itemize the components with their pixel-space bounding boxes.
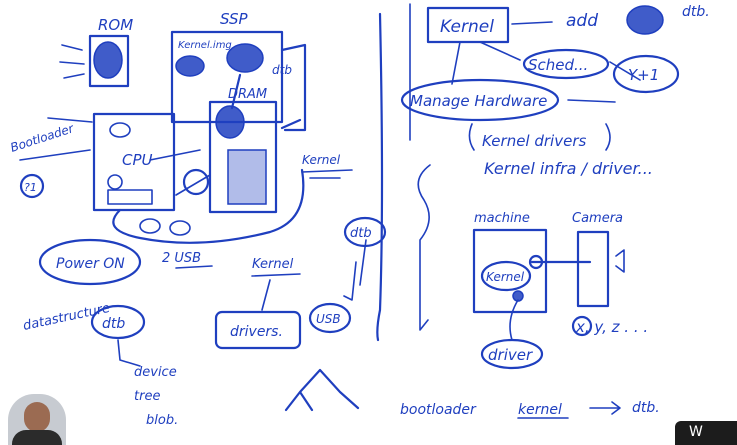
kernel-infra-label: Kernel infra / driver... bbox=[484, 159, 653, 178]
marker-label: ?1 bbox=[24, 181, 37, 194]
kernel-bottom-label: kernel bbox=[518, 402, 562, 418]
cpu-links bbox=[149, 149, 211, 196]
machine-box bbox=[472, 228, 548, 314]
bootloader-bottom-label: bootloader bbox=[400, 402, 477, 418]
ssp-link bbox=[280, 43, 307, 132]
rom-label: ROM bbox=[98, 16, 133, 34]
drivers-box bbox=[214, 310, 302, 350]
device-label: device bbox=[134, 365, 177, 380]
divider-line bbox=[376, 12, 384, 342]
camera-label: Camera bbox=[572, 211, 623, 226]
driver-connector bbox=[509, 299, 519, 341]
manage-hw-oval bbox=[400, 78, 560, 122]
dram-hatch bbox=[227, 149, 267, 205]
tree-label: tree bbox=[134, 389, 160, 404]
bootloader-arrows bbox=[19, 117, 93, 161]
manage-hw-label: Manage Hardware bbox=[410, 92, 547, 110]
sched-oval bbox=[522, 48, 610, 80]
dtb-mid-label: dtb bbox=[350, 226, 372, 241]
xyz-circle bbox=[571, 315, 593, 337]
kernel-left-label: Kernel bbox=[302, 153, 341, 167]
add-label: add bbox=[566, 11, 598, 31]
camera-box bbox=[576, 230, 610, 308]
ssp-label: SSP bbox=[220, 10, 249, 28]
dram-scribble bbox=[215, 105, 245, 139]
sched-arrows bbox=[479, 41, 641, 81]
outer-loop bbox=[112, 168, 305, 244]
kernel-img-label: Kernel.img bbox=[178, 40, 232, 51]
loop-oval-1 bbox=[139, 218, 161, 234]
cpu-core-1 bbox=[109, 122, 131, 138]
sched-label: Sched... bbox=[528, 56, 588, 74]
kernel-right-box bbox=[426, 6, 510, 44]
tree-sketch bbox=[284, 368, 360, 412]
dtb-usb-arrow bbox=[343, 239, 367, 301]
kernel-lower-label: Kernel bbox=[252, 257, 294, 272]
ssp-scribble-1 bbox=[175, 55, 205, 77]
dtb-left-circle bbox=[90, 304, 146, 340]
cpu-unit-circle bbox=[182, 168, 210, 196]
rom-arrows bbox=[59, 44, 85, 79]
presenter-shirt bbox=[12, 430, 62, 445]
kernel-machine-oval bbox=[480, 260, 532, 292]
ssp-scribble-2 bbox=[226, 43, 264, 73]
rom-scribble bbox=[93, 41, 123, 79]
dtb-left-connector bbox=[117, 339, 141, 367]
driver-label: driver bbox=[488, 346, 533, 364]
kernel-machine-label: Kernel bbox=[486, 270, 525, 284]
add-scribble bbox=[626, 5, 664, 35]
dtb-top-label: dtb bbox=[272, 63, 292, 77]
dtb-right-label: dtb. bbox=[682, 4, 710, 20]
rom-box bbox=[88, 34, 130, 88]
usb-circle bbox=[308, 302, 352, 334]
kernel-lower-underline bbox=[251, 273, 301, 311]
dram-arrows bbox=[230, 73, 302, 130]
kernel-drivers-brackets bbox=[468, 123, 611, 151]
cpu-register bbox=[107, 189, 153, 205]
watermark-text: W bbox=[689, 424, 703, 440]
watermark-logo: W bbox=[675, 421, 737, 445]
presenter-avatar bbox=[8, 394, 66, 445]
dram-box bbox=[208, 100, 278, 214]
right-squiggle bbox=[417, 164, 431, 331]
machine-label: machine bbox=[474, 211, 530, 226]
power-on-label: Power ON bbox=[56, 256, 125, 272]
yplus1-label: Y+1 bbox=[628, 66, 659, 84]
dram-label: DRAM bbox=[228, 87, 267, 102]
usb-2-label: 2 USB bbox=[162, 251, 201, 266]
kernel-left-underline bbox=[301, 169, 353, 179]
blob-label: blob. bbox=[146, 413, 178, 428]
dtb-left-label: dtb bbox=[102, 316, 125, 332]
usb-label: USB bbox=[316, 312, 341, 326]
cpu-core-2 bbox=[107, 174, 123, 190]
usb-2-underline bbox=[175, 265, 213, 269]
bootloader-label: Bootloader bbox=[9, 121, 77, 155]
presenter-face bbox=[24, 402, 50, 432]
cpu-label: CPU bbox=[122, 151, 153, 169]
datastructure-label: datastructure bbox=[22, 301, 112, 334]
dtb-bottom-label: dtb. bbox=[632, 400, 660, 416]
marker-circle bbox=[19, 173, 45, 199]
kernel-to-add bbox=[511, 21, 553, 25]
camera-lens bbox=[615, 249, 625, 273]
drivers-label: drivers. bbox=[230, 324, 283, 340]
driver-oval bbox=[480, 338, 544, 370]
cpu-box bbox=[92, 112, 176, 212]
loop-oval-2 bbox=[169, 220, 191, 236]
xyz-label: x, y, z . . . bbox=[575, 318, 648, 336]
kernel-dtb-arrow bbox=[517, 401, 621, 419]
yplus1-oval bbox=[612, 54, 680, 94]
kernel-drivers-label: Kernel drivers bbox=[482, 132, 586, 150]
manage-hw-arrows bbox=[451, 41, 616, 103]
connection-node bbox=[528, 254, 544, 270]
kernel-right-label: Kernel bbox=[440, 17, 494, 37]
power-on-circle bbox=[38, 238, 142, 286]
